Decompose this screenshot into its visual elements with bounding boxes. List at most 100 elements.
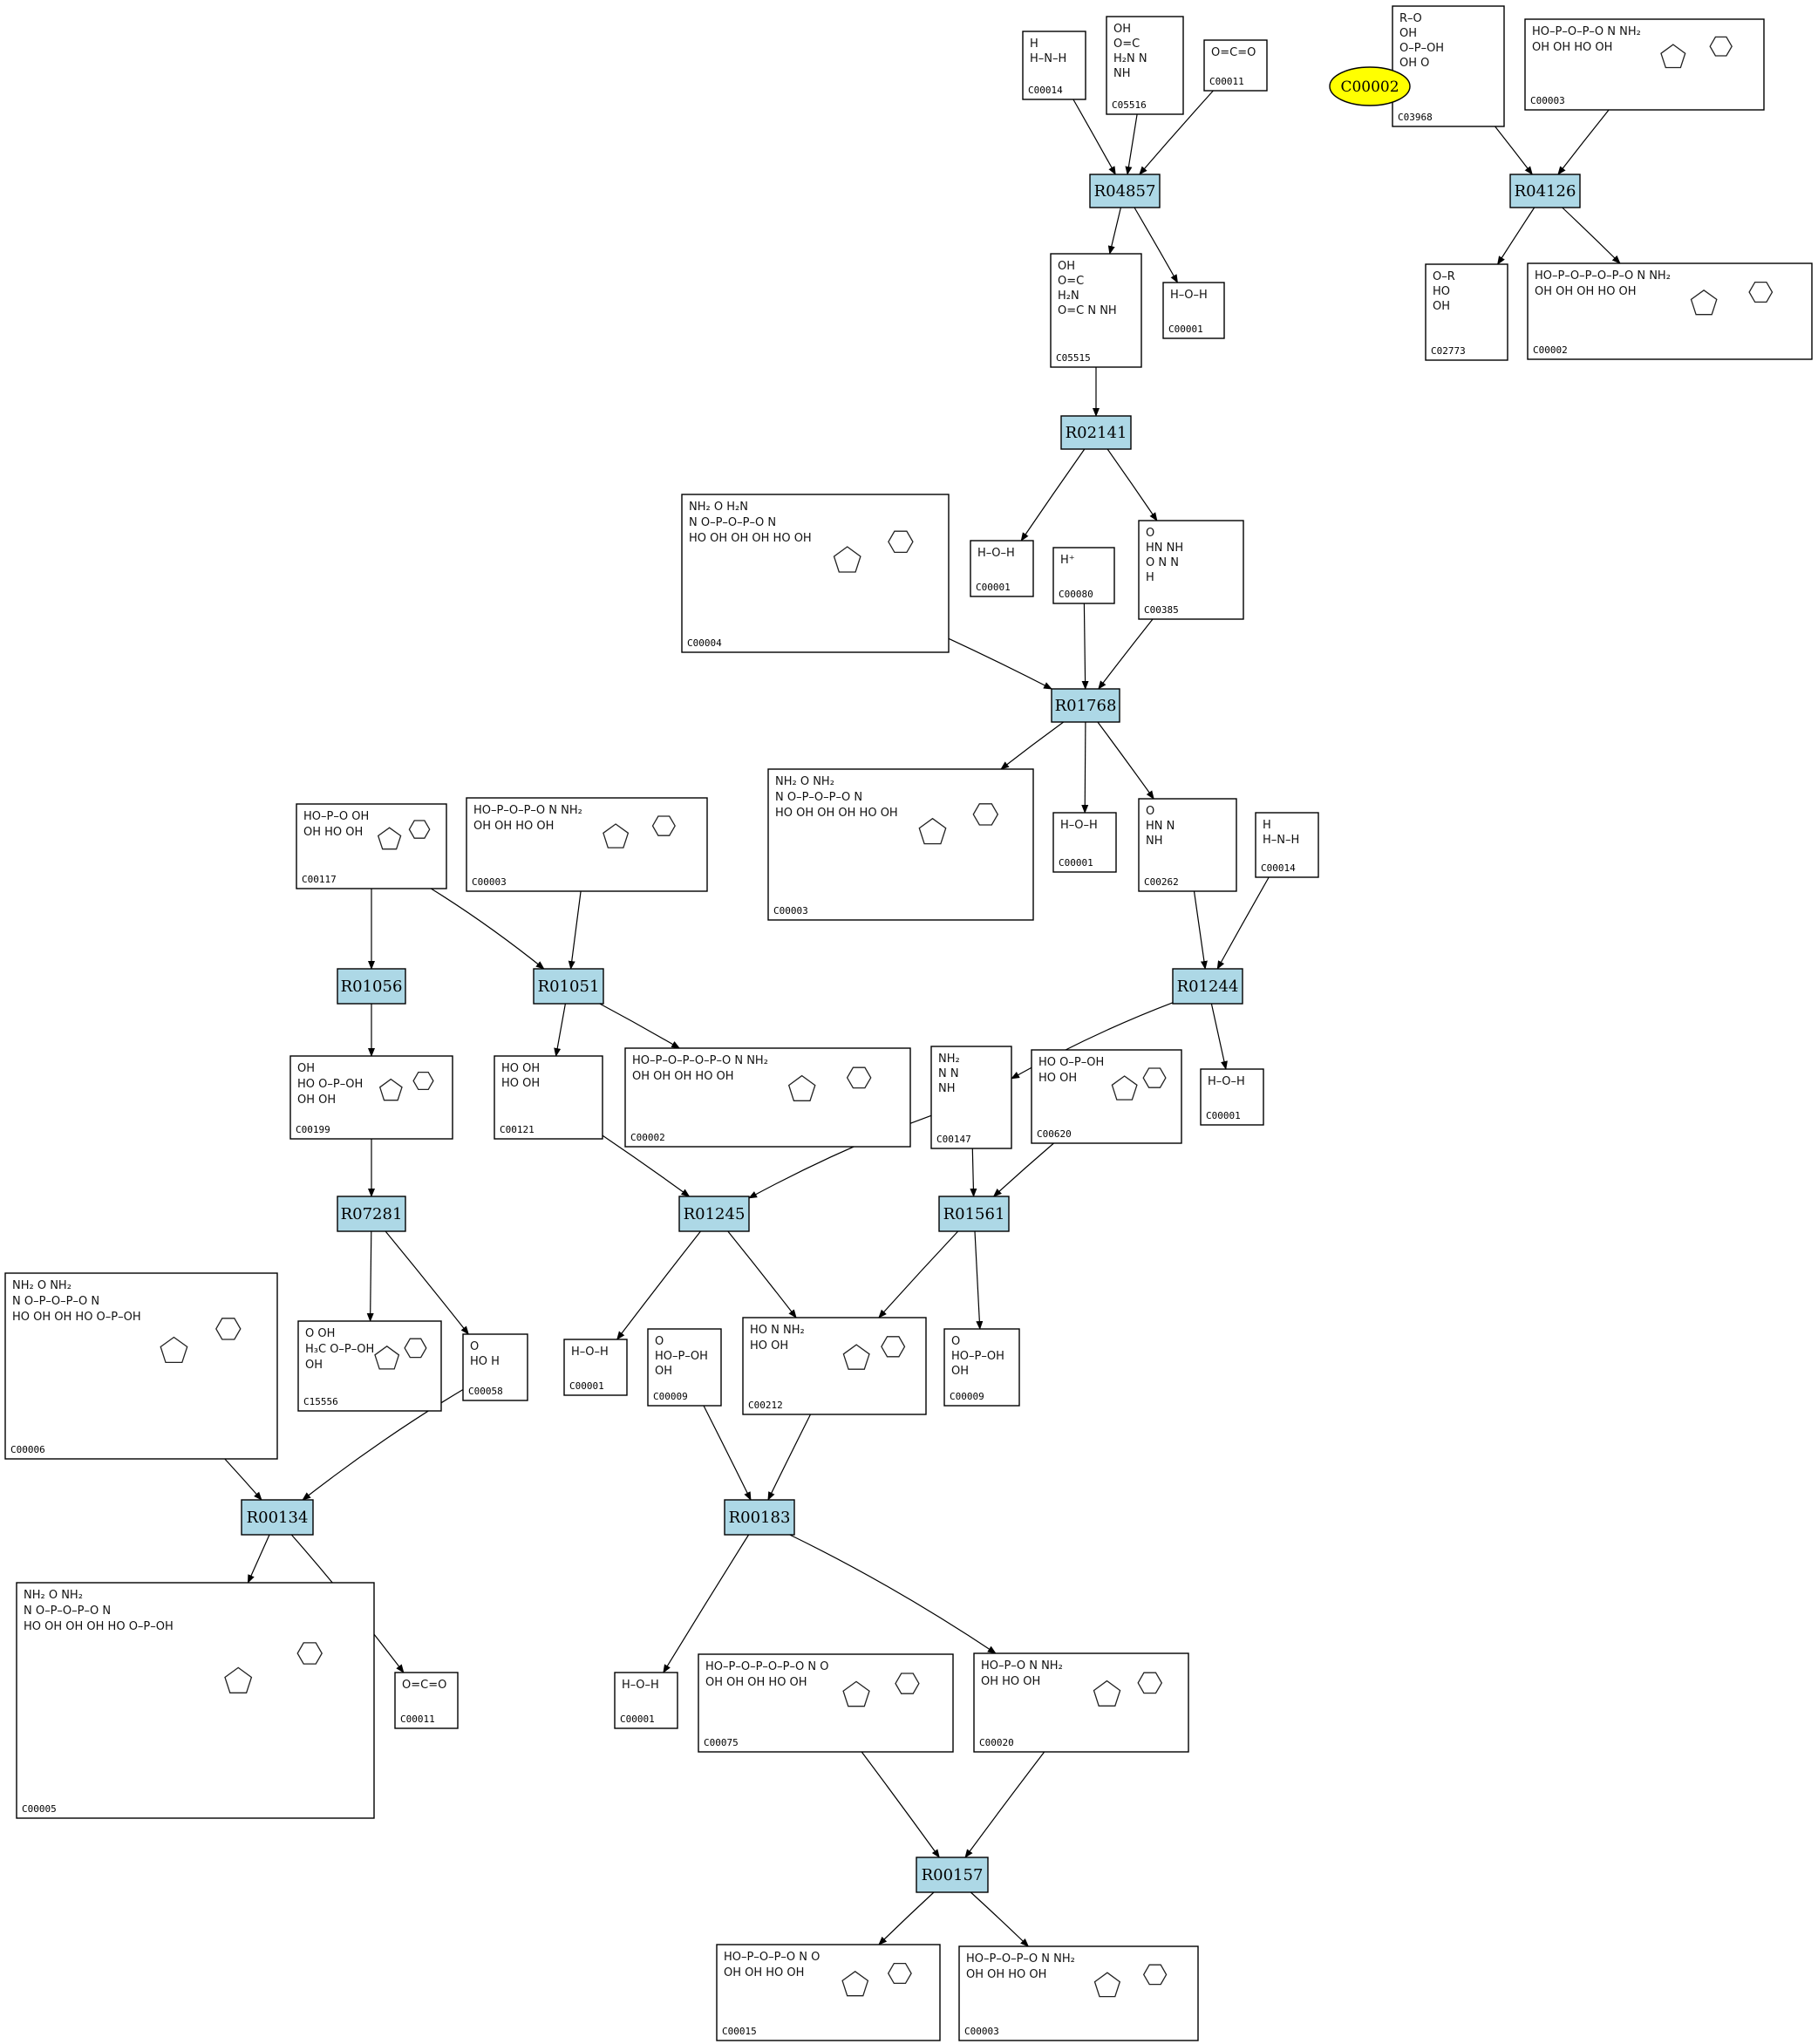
compound-id: C00212 [748, 1400, 783, 1411]
compound-box [614, 1672, 678, 1729]
compound-id: C00001 [569, 1380, 604, 1392]
edge-R02141-to-c11 [1020, 448, 1086, 542]
atom-labels: HO OH [501, 1077, 540, 1090]
atom-labels: H [1263, 819, 1271, 832]
atom-labels: O=C [1058, 275, 1084, 288]
ring-glyph [895, 1673, 920, 1694]
edge-c13-to-R01768 [1098, 618, 1154, 690]
reaction-node[interactable]: R01561 [938, 1196, 1010, 1232]
atom-labels: OH HO OH [981, 1675, 1040, 1688]
atom-labels: H–O–H [1060, 819, 1098, 832]
reaction-node[interactable]: R02141 [1060, 415, 1132, 450]
edge-c5-to-R04126 [1557, 109, 1610, 175]
atom-labels: N O–P–O–P–O N [689, 516, 776, 529]
edge-c30-to-R00183 [703, 1405, 752, 1501]
ring-glyph [1111, 1075, 1138, 1100]
atom-labels: O [1146, 805, 1154, 818]
atom-labels: HO–P–OH [655, 1350, 708, 1363]
compound-id: C00262 [1144, 876, 1179, 888]
reaction-node[interactable]: R01056 [337, 968, 406, 1005]
compound-id: C00117 [302, 874, 337, 885]
reaction-node[interactable]: R01245 [678, 1196, 750, 1232]
atom-labels: OH OH [297, 1094, 336, 1107]
reaction-node[interactable]: R01768 [1051, 688, 1120, 723]
compound-box [1162, 282, 1225, 339]
reaction-node[interactable]: R04857 [1089, 174, 1161, 208]
reaction-node[interactable]: R01244 [1172, 968, 1243, 1005]
reaction-box [1089, 174, 1161, 208]
compound-id: C02773 [1431, 345, 1466, 357]
atom-labels: H [1146, 571, 1154, 584]
ring-glyph [224, 1666, 253, 1693]
compound-box [563, 1339, 628, 1396]
compound-id: C00080 [1059, 589, 1093, 600]
atom-labels: HN NH [1146, 542, 1183, 555]
reaction-node[interactable]: R01051 [533, 968, 604, 1005]
reaction-box [337, 968, 406, 1005]
reaction-label: R01245 [684, 1205, 746, 1223]
compound-box [1050, 253, 1142, 368]
reaction-label: R02141 [1066, 424, 1127, 442]
ring-glyph [787, 1074, 816, 1101]
reaction-node[interactable]: R00183 [724, 1499, 795, 1536]
compound-node[interactable]: H⁺C00080 [1052, 547, 1115, 604]
compound-box [943, 1328, 1020, 1407]
ring-glyph [841, 1970, 869, 1997]
reaction-node[interactable]: R04126 [1509, 174, 1581, 208]
atom-labels: NH₂ [938, 1053, 960, 1066]
compound-box [970, 540, 1034, 597]
reaction-node[interactable]: R00134 [241, 1499, 314, 1536]
edge-R01768-to-c18 [1097, 721, 1154, 800]
reaction-node[interactable]: R07281 [337, 1196, 406, 1232]
compound-box [296, 803, 447, 889]
compound-id: C00015 [722, 2026, 757, 2037]
compound-box [289, 1055, 453, 1140]
highlighted-compound[interactable]: C00002 [1329, 66, 1411, 106]
highlight-label: C00002 [1340, 78, 1399, 96]
edge-c21-to-R01245 [602, 1134, 691, 1197]
reaction-node[interactable]: R00157 [916, 1857, 989, 1893]
edge-R01051-to-c22 [599, 1003, 681, 1049]
atom-labels: HO OH [501, 1062, 540, 1075]
reaction-label: R04126 [1515, 182, 1576, 201]
atom-labels: H₃C O–P–OH [305, 1343, 374, 1356]
